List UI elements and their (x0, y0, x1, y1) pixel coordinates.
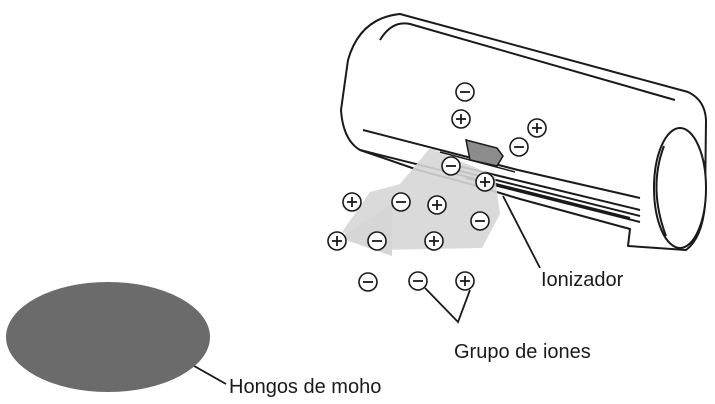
positive-ion-icon (427, 195, 447, 215)
positive-ion-icon (424, 231, 444, 251)
negative-ion-icon (470, 211, 490, 231)
positive-ion-icon (342, 192, 362, 212)
negative-ion-icon (367, 231, 387, 251)
positive-ion-icon (455, 271, 475, 291)
negative-ion-icon (441, 156, 461, 176)
ac-top-edge (379, 22, 676, 101)
positive-ion-icon (327, 231, 347, 251)
ionizer-leader-line (502, 195, 541, 269)
negative-ion-icon (358, 272, 378, 292)
negative-ion-icon (408, 271, 428, 291)
positive-ion-icon (527, 118, 547, 138)
ion-group-leader-line (424, 287, 471, 324)
negative-ion-icon (455, 82, 475, 102)
ionizer-module (439, 138, 516, 173)
positive-ion-icon (475, 172, 495, 192)
ionizer-label: Ionizador (541, 269, 624, 291)
mold-patch (6, 282, 210, 392)
positive-ion-icon (451, 109, 471, 129)
ions-layer (327, 82, 547, 292)
ion-group-label: Grupo de iones (454, 341, 591, 363)
mold-label: Hongos de moho (229, 376, 382, 398)
ac-side-cap-inner (655, 145, 667, 237)
negative-ion-icon (509, 137, 529, 157)
negative-ion-icon (391, 192, 411, 212)
air-conditioner-unit (340, 13, 707, 251)
ac-side-cap (653, 127, 707, 249)
ac-front-panel (359, 129, 641, 219)
